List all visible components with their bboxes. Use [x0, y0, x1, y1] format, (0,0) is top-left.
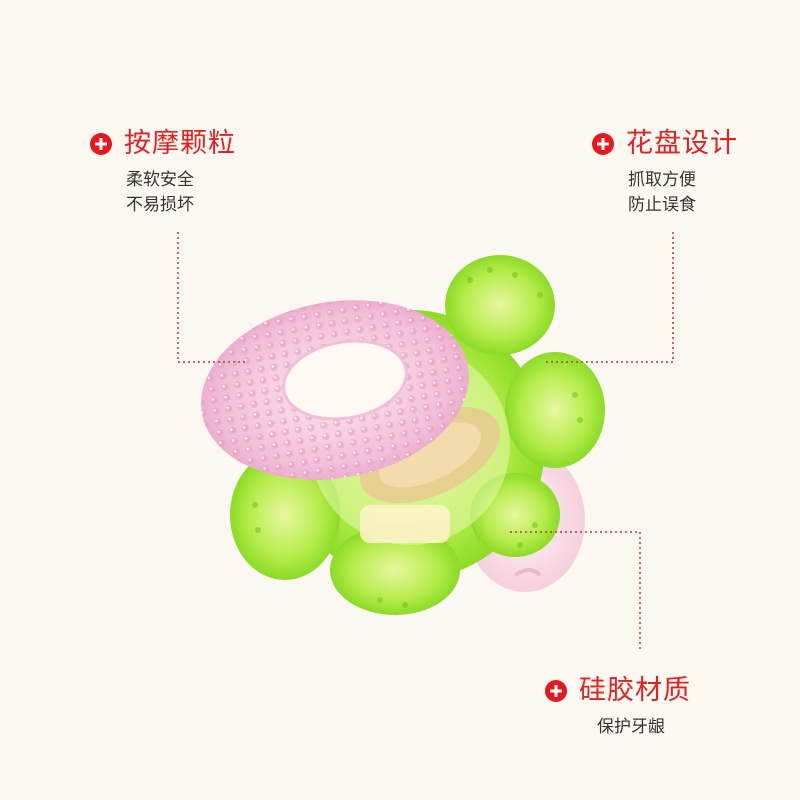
leader-line-massage	[177, 232, 245, 363]
feature-desc: 抓取方便 防止误食	[628, 168, 738, 218]
leader-lines	[177, 232, 674, 650]
feature-desc-line: 柔软安全	[126, 170, 194, 190]
feature-title: 按摩颗粒	[124, 128, 236, 159]
feature-flower: 花盘设计 抓取方便 防止误食	[592, 128, 738, 218]
massage-ring	[201, 300, 469, 480]
plus-circle-icon	[90, 133, 112, 155]
feature-title: 花盘设计	[626, 128, 738, 159]
feature-massage: 按摩颗粒 柔软安全 不易损坏	[90, 128, 236, 218]
feature-title: 硅胶材质	[579, 675, 691, 706]
plus-circle-icon	[592, 133, 614, 155]
feature-desc: 保护牙龈	[597, 715, 691, 740]
leader-line-flower	[545, 232, 674, 363]
plus-circle-icon	[545, 680, 567, 702]
feature-desc-line: 不易损坏	[126, 195, 194, 215]
feature-desc: 柔软安全 不易损坏	[126, 168, 236, 218]
feature-silicone: 硅胶材质 保护牙龈	[545, 675, 691, 740]
feature-desc-line: 抓取方便	[628, 170, 696, 190]
feature-desc-line: 保护牙龈	[597, 717, 665, 737]
feature-desc-line: 防止误食	[628, 195, 696, 215]
